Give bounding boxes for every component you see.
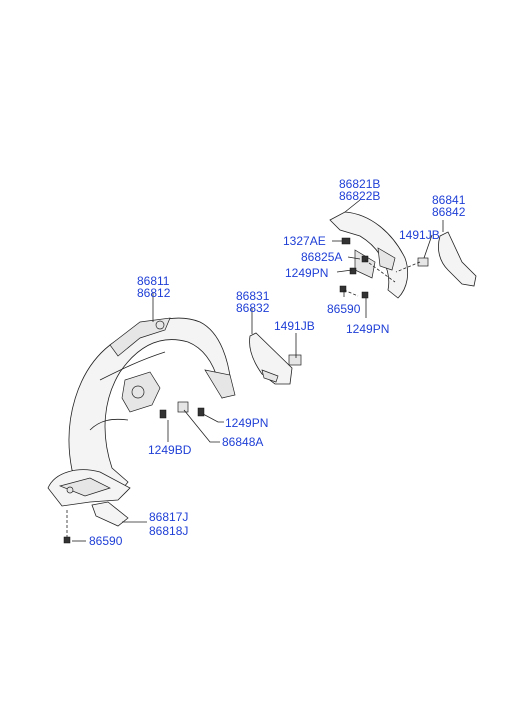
label-1491JB-mid: 1491JB [274,319,315,333]
label-86590-upper: 86590 [327,302,361,316]
label-86831: 86831 [236,289,270,303]
front-wheel-guard [47,317,236,507]
mud-flap [249,332,293,385]
label-86825A: 86825A [301,250,343,264]
label-86818J: 86818J [149,524,189,538]
label-1327AE: 1327AE [283,234,326,248]
fasteners [63,237,429,544]
label-86842: 86842 [432,205,466,219]
assembly-lines [66,259,421,537]
label-1249PN-right: 1249PN [346,322,390,336]
label-1249PN-lower: 1249PN [225,416,269,430]
label-86812: 86812 [137,286,171,300]
rear-wheel-guard [329,211,409,299]
label-86821B: 86821B [339,177,381,191]
label-1249PN-upper: 1249PN [285,266,329,280]
label-86811: 86811 [137,274,170,288]
label-86841: 86841 [432,193,466,207]
label-86832: 86832 [236,301,270,315]
label-1249BD: 1249BD [148,443,192,457]
label-86848A: 86848A [222,435,264,449]
label-1491JB-right: 1491JB [399,228,440,242]
rear-mud-flap [438,231,477,287]
label-86590-lower: 86590 [89,534,123,548]
lower-bracket [91,501,129,527]
leader-lines [72,199,444,542]
label-86817J: 86817J [149,510,189,524]
label-86822B: 86822B [339,189,381,203]
